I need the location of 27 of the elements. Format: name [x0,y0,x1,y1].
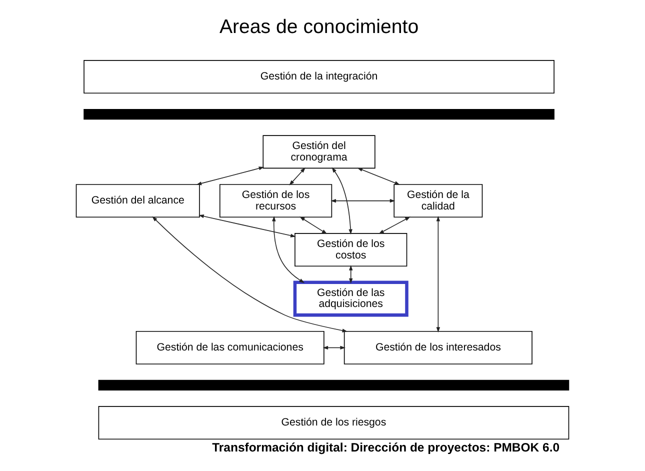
node-box: Gestión de los riesgos [98,406,570,440]
node-box: Gestión del alcance [76,184,200,218]
node-bar [98,380,570,391]
arrow [322,346,346,350]
arrow [289,168,306,186]
node-box: Gestión de la integración [84,60,554,94]
node-box: Gestión de los recursos [219,184,332,218]
node-box: Gestión de las comunicaciones [136,330,324,364]
node-box: Gestión de las adquisiciones [293,280,408,317]
node-bar [84,109,554,120]
node-box: Gestión de los interesados [344,330,532,364]
arrow [330,198,396,203]
arrow [378,216,410,234]
diagram-title: Areas de conocimiento [219,16,419,38]
node-box: Gestión de la calidad [394,184,483,218]
node-box: Gestión de los costos [294,233,408,266]
arrow [196,166,264,186]
arrow [332,167,352,235]
arrow [436,216,440,332]
arrow [152,216,348,332]
node-box: Gestión del cronograma [262,135,376,169]
caption: Transformación digital: Dirección de proyectos: PMBOK 6.0 [212,440,560,454]
arrow [198,214,296,238]
arrow [300,216,328,234]
arrow [272,216,305,284]
arrow [349,265,353,284]
arrow [357,168,400,185]
